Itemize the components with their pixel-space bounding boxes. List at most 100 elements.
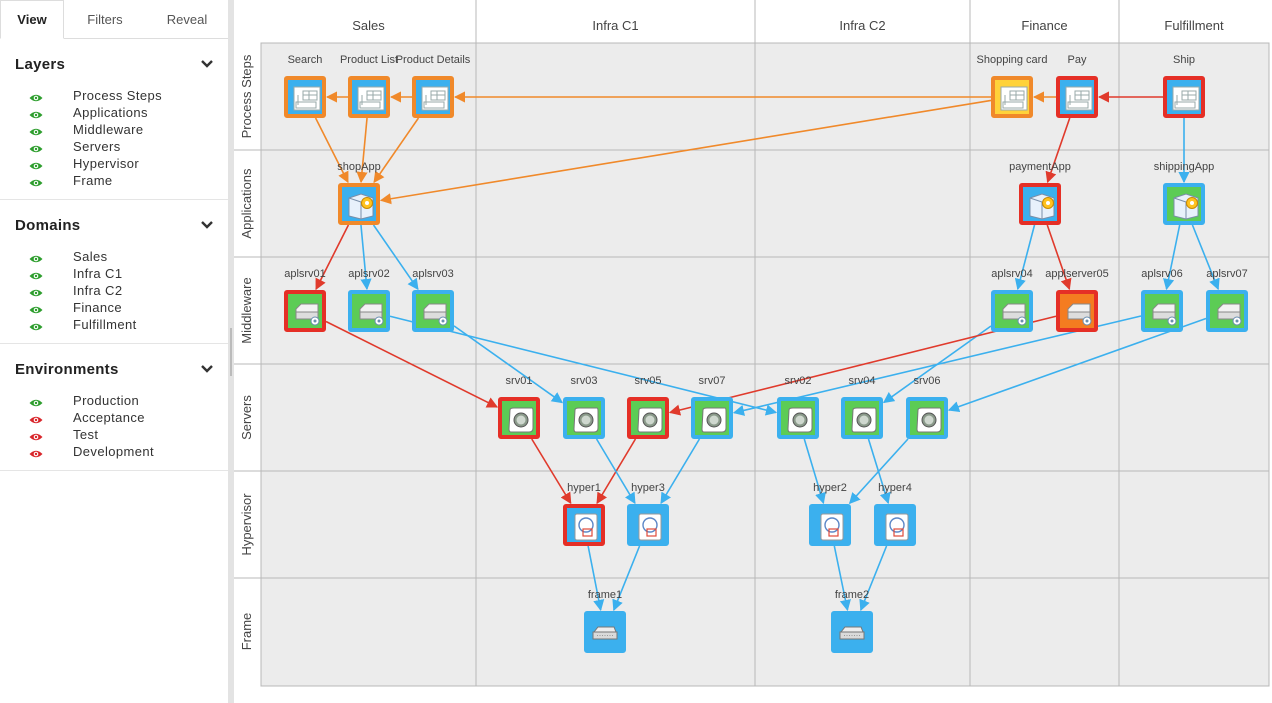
eye-icon[interactable] bbox=[29, 252, 43, 262]
process-step-icon bbox=[1065, 86, 1093, 111]
domain-item[interactable]: Infra C2 bbox=[0, 282, 228, 299]
middleware-icon bbox=[1217, 303, 1242, 326]
eye-icon[interactable] bbox=[29, 396, 43, 406]
frame-icon bbox=[839, 626, 865, 640]
layer-item[interactable]: Servers bbox=[0, 138, 228, 155]
eye-hidden-icon[interactable] bbox=[29, 447, 43, 457]
node-shoppingcard[interactable] bbox=[991, 76, 1033, 118]
domain-item[interactable]: Fulfillment bbox=[0, 316, 228, 333]
server-icon bbox=[916, 407, 942, 433]
layer-item[interactable]: Frame bbox=[0, 172, 228, 189]
middleware-icon bbox=[1152, 303, 1177, 326]
eye-icon[interactable] bbox=[29, 269, 43, 279]
edge-paymentapp-to-applserver05 bbox=[1046, 224, 1072, 291]
node-hyper4[interactable] bbox=[874, 504, 916, 546]
node-ship[interactable] bbox=[1163, 76, 1205, 118]
node-applserver05[interactable] bbox=[1056, 290, 1098, 332]
middleware-icon bbox=[359, 303, 384, 326]
edge-aplsrv02-to-srv02 bbox=[389, 315, 778, 416]
domain-item[interactable]: Infra C1 bbox=[0, 265, 228, 282]
layer-label: Middleware bbox=[73, 122, 144, 137]
node-hyper3[interactable] bbox=[627, 504, 669, 546]
layer-item[interactable]: Process Steps bbox=[0, 87, 228, 104]
environments-header[interactable]: Environments bbox=[0, 344, 228, 384]
node-pay[interactable] bbox=[1056, 76, 1098, 118]
environment-item[interactable]: Test bbox=[0, 426, 228, 443]
row-header: Servers bbox=[239, 394, 254, 440]
edge-srv02-to-hyper2 bbox=[803, 438, 826, 505]
eye-hidden-icon[interactable] bbox=[29, 413, 43, 423]
environment-item[interactable]: Production bbox=[0, 392, 228, 409]
eye-icon[interactable] bbox=[29, 159, 43, 169]
node-productlist[interactable] bbox=[348, 76, 390, 118]
node-aplsrv04[interactable] bbox=[991, 290, 1033, 332]
edge-shopapp-to-aplsrv01 bbox=[315, 224, 350, 291]
layer-label: Applications bbox=[73, 105, 148, 120]
edge-srv01-to-hyper1 bbox=[531, 438, 572, 505]
hypervisor-icon bbox=[820, 513, 844, 541]
environment-item[interactable]: Development bbox=[0, 443, 228, 460]
node-search[interactable] bbox=[284, 76, 326, 118]
column-header: Infra C1 bbox=[592, 18, 639, 33]
eye-icon[interactable] bbox=[29, 286, 43, 296]
node-srv03[interactable] bbox=[563, 397, 605, 439]
eye-icon[interactable] bbox=[29, 108, 43, 118]
sidebar-tabs: View Filters Reveal bbox=[0, 0, 228, 39]
domain-label: Fulfillment bbox=[73, 317, 137, 332]
node-hyper2[interactable] bbox=[809, 504, 851, 546]
chevron-down-icon[interactable] bbox=[200, 362, 214, 376]
node-srv01[interactable] bbox=[498, 397, 540, 439]
node-hyper1[interactable] bbox=[563, 504, 605, 546]
node-paymentapp[interactable] bbox=[1019, 183, 1061, 225]
splitter-grip[interactable] bbox=[230, 328, 232, 376]
layer-label: Process Steps bbox=[73, 88, 163, 103]
eye-icon[interactable] bbox=[29, 125, 43, 135]
eye-icon[interactable] bbox=[29, 320, 43, 330]
edge-aplsrv06-to-srv07 bbox=[732, 315, 1142, 416]
server-icon bbox=[701, 407, 727, 433]
process-step-icon bbox=[1172, 86, 1200, 111]
edge-hyper4-to-frame2 bbox=[859, 545, 888, 612]
node-aplsrv06[interactable] bbox=[1141, 290, 1183, 332]
node-srv06[interactable] bbox=[906, 397, 948, 439]
eye-hidden-icon[interactable] bbox=[29, 430, 43, 440]
node-productdetails[interactable] bbox=[412, 76, 454, 118]
node-srv04[interactable] bbox=[841, 397, 883, 439]
tab-reveal[interactable]: Reveal bbox=[166, 11, 208, 27]
tab-view[interactable]: View bbox=[0, 0, 64, 39]
environment-item[interactable]: Acceptance bbox=[0, 409, 228, 426]
eye-icon[interactable] bbox=[29, 142, 43, 152]
layer-item[interactable]: Hypervisor bbox=[0, 155, 228, 172]
eye-icon[interactable] bbox=[29, 91, 43, 101]
node-aplsrv01[interactable] bbox=[284, 290, 326, 332]
layers-header[interactable]: Layers bbox=[0, 39, 228, 79]
layer-label: Servers bbox=[73, 139, 121, 154]
node-shippingapp[interactable] bbox=[1163, 183, 1205, 225]
layer-item[interactable]: Middleware bbox=[0, 121, 228, 138]
edge-aplsrv07-to-srv06 bbox=[947, 317, 1207, 413]
domain-item[interactable]: Finance bbox=[0, 299, 228, 316]
edge-applserver05-to-srv05 bbox=[668, 315, 1057, 416]
chevron-down-icon[interactable] bbox=[200, 218, 214, 232]
eye-icon[interactable] bbox=[29, 303, 43, 313]
node-aplsrv07[interactable] bbox=[1206, 290, 1248, 332]
chevron-down-icon[interactable] bbox=[200, 57, 214, 71]
node-frame1[interactable] bbox=[584, 611, 626, 653]
environment-label: Production bbox=[73, 393, 140, 408]
node-aplsrv03[interactable] bbox=[412, 290, 454, 332]
node-frame2[interactable] bbox=[831, 611, 873, 653]
node-srv02[interactable] bbox=[777, 397, 819, 439]
eye-icon[interactable] bbox=[29, 176, 43, 186]
layer-item[interactable]: Applications bbox=[0, 104, 228, 121]
node-shopapp[interactable] bbox=[338, 183, 380, 225]
tab-filters[interactable]: Filters bbox=[87, 11, 123, 27]
server-icon bbox=[637, 407, 663, 433]
node-aplsrv02[interactable] bbox=[348, 290, 390, 332]
domains-header[interactable]: Domains bbox=[0, 200, 228, 240]
node-srv05[interactable] bbox=[627, 397, 669, 439]
domain-item[interactable]: Sales bbox=[0, 248, 228, 265]
node-srv07[interactable] bbox=[691, 397, 733, 439]
column-header: Fulfillment bbox=[1164, 18, 1224, 33]
row-header: Hypervisor bbox=[239, 492, 254, 556]
